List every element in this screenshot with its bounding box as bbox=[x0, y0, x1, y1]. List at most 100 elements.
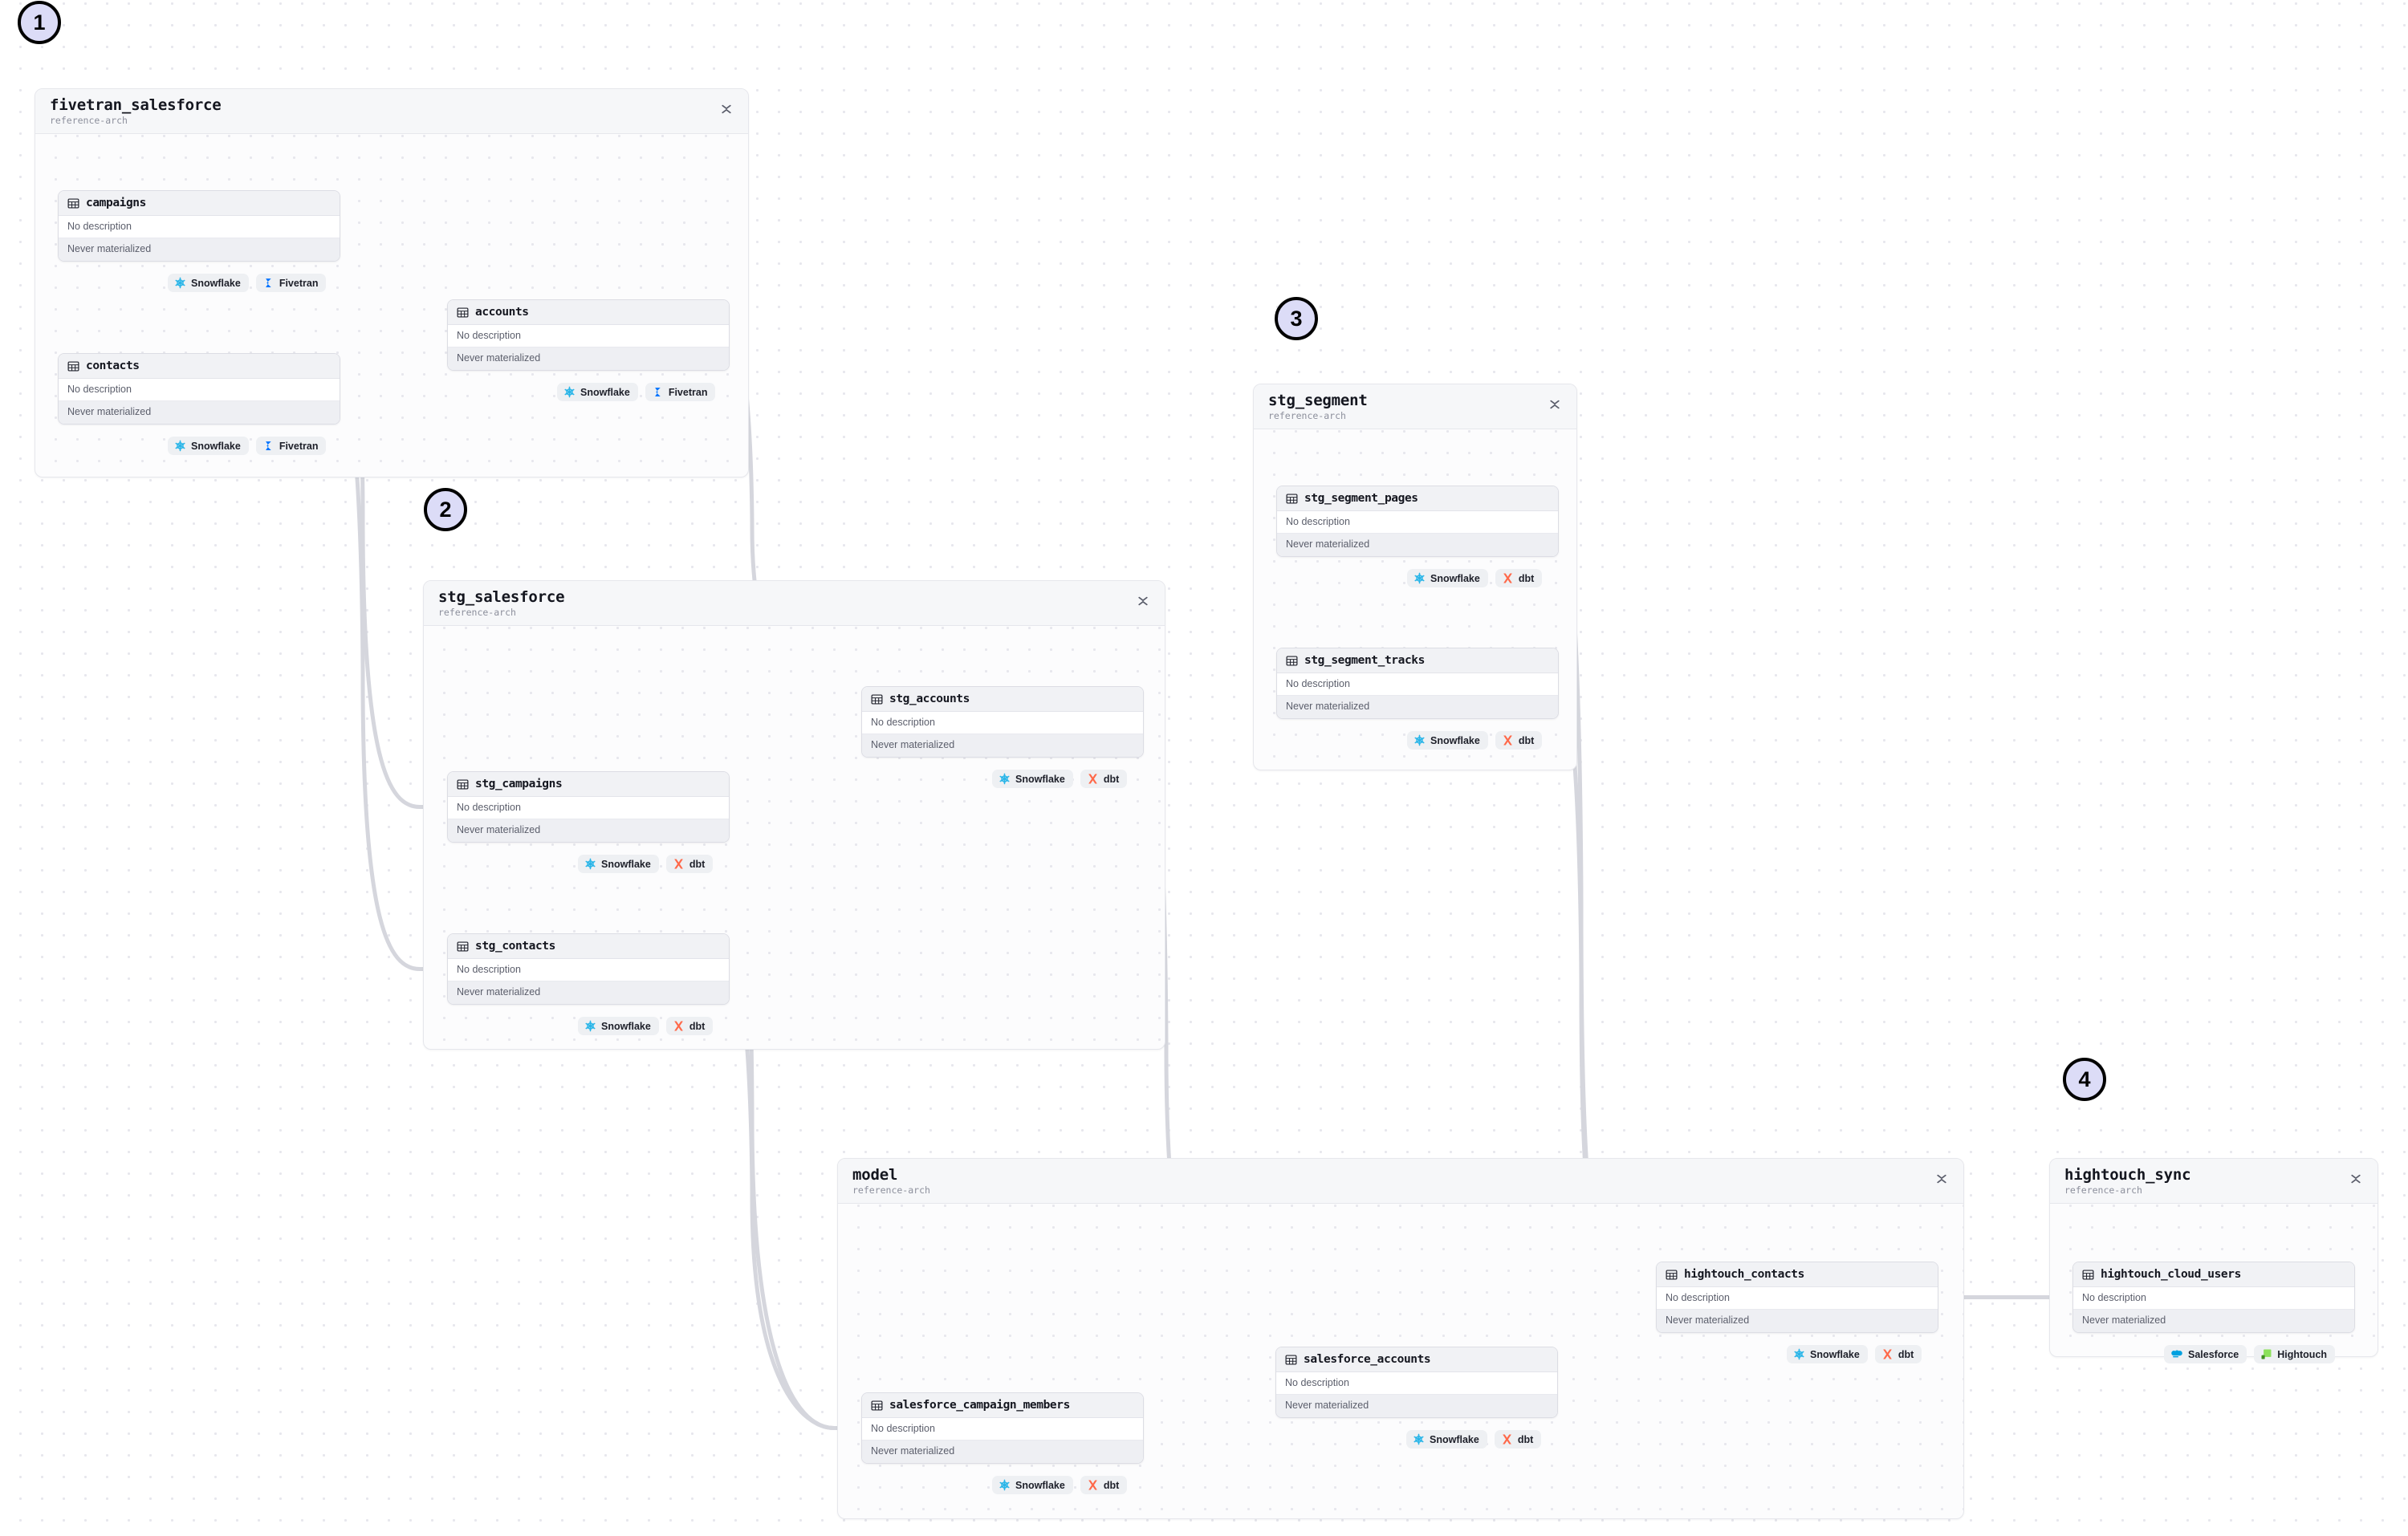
badge-dbt[interactable]: dbt bbox=[665, 855, 714, 873]
dbt-icon bbox=[1881, 1348, 1893, 1360]
badge-label: dbt bbox=[1518, 734, 1535, 746]
collapse-vertical-icon[interactable] bbox=[2349, 1172, 2363, 1186]
fivetran-icon bbox=[262, 277, 275, 289]
node-materialization: Never materialized bbox=[1277, 696, 1558, 718]
badge-snowflake[interactable]: Snowflake bbox=[578, 1017, 659, 1035]
node-header: salesforce_campaign_members bbox=[862, 1393, 1143, 1418]
badge-label: Fivetran bbox=[279, 277, 319, 289]
node-title: stg_segment_tracks bbox=[1304, 654, 1425, 667]
node-badges-stg_segment_tracks: Snowflake dbt bbox=[1407, 731, 1543, 750]
collapse-vertical-icon[interactable] bbox=[1548, 397, 1562, 412]
step-marker-4: 4 bbox=[2063, 1058, 2106, 1101]
badge-snowflake[interactable]: Snowflake bbox=[168, 274, 249, 292]
node-description: No description bbox=[862, 1418, 1143, 1441]
badge-dbt[interactable]: dbt bbox=[665, 1017, 714, 1035]
node-description: No description bbox=[1277, 673, 1558, 696]
badge-dbt[interactable]: dbt bbox=[1874, 1345, 1922, 1363]
snowflake-icon bbox=[999, 773, 1011, 785]
badge-snowflake[interactable]: Snowflake bbox=[168, 437, 249, 455]
dbt-icon bbox=[1087, 773, 1099, 785]
node-materialization: Never materialized bbox=[862, 1441, 1143, 1463]
table-icon bbox=[457, 307, 469, 319]
badge-fivetran[interactable]: Fivetran bbox=[645, 383, 716, 401]
badge-snowflake[interactable]: Snowflake bbox=[1407, 731, 1488, 750]
badge-label: Snowflake bbox=[1015, 773, 1065, 785]
badge-label: Snowflake bbox=[191, 277, 241, 289]
node-header: hightouch_contacts bbox=[1657, 1262, 1938, 1287]
badge-label: dbt bbox=[1518, 572, 1535, 584]
snowflake-icon bbox=[999, 1479, 1011, 1491]
node-title: contacts bbox=[86, 360, 140, 372]
collapse-vertical-icon[interactable] bbox=[1136, 594, 1150, 608]
badge-snowflake[interactable]: Snowflake bbox=[1407, 569, 1488, 587]
badge-dbt[interactable]: dbt bbox=[1495, 569, 1543, 587]
badge-snowflake[interactable]: Snowflake bbox=[557, 383, 638, 401]
badge-hightouch[interactable]: Hightouch bbox=[2254, 1345, 2336, 1363]
badge-salesforce[interactable]: Salesforce bbox=[2164, 1345, 2247, 1363]
node-description: No description bbox=[59, 216, 340, 238]
badge-dbt[interactable]: dbt bbox=[1494, 1430, 1542, 1449]
badge-label: dbt bbox=[1517, 1433, 1534, 1445]
node-description: No description bbox=[448, 959, 729, 981]
group-title: stg_segment bbox=[1268, 392, 1368, 409]
badge-dbt[interactable]: dbt bbox=[1080, 770, 1128, 788]
badge-snowflake[interactable]: Snowflake bbox=[1787, 1345, 1868, 1363]
badge-snowflake[interactable]: Snowflake bbox=[992, 1476, 1073, 1494]
node-header: stg_campaigns bbox=[448, 772, 729, 797]
dbt-icon bbox=[1502, 572, 1514, 584]
node-title: stg_campaigns bbox=[475, 778, 563, 790]
group-subtitle: reference-arch bbox=[852, 1185, 930, 1196]
badge-label: Snowflake bbox=[580, 386, 630, 398]
table-icon bbox=[1286, 493, 1298, 505]
badge-label: dbt bbox=[1103, 773, 1120, 785]
table-icon bbox=[67, 360, 79, 372]
badge-fivetran[interactable]: Fivetran bbox=[255, 274, 327, 292]
badge-snowflake[interactable]: Snowflake bbox=[992, 770, 1073, 788]
node-materialization: Never materialized bbox=[448, 819, 729, 842]
node-badges-stg_contacts: Snowflake dbt bbox=[578, 1017, 714, 1035]
fivetran-icon bbox=[262, 440, 275, 452]
badge-label: Snowflake bbox=[1810, 1348, 1860, 1360]
group-title: stg_salesforce bbox=[438, 588, 565, 606]
badge-dbt[interactable]: dbt bbox=[1495, 731, 1543, 750]
collapse-vertical-icon[interactable] bbox=[719, 102, 734, 116]
dbt-icon bbox=[1502, 734, 1514, 746]
badge-snowflake[interactable]: Snowflake bbox=[1406, 1430, 1487, 1449]
collapse-vertical-icon[interactable] bbox=[1934, 1172, 1949, 1186]
badge-label: dbt bbox=[689, 1020, 706, 1032]
badge-snowflake[interactable]: Snowflake bbox=[578, 855, 659, 873]
snowflake-icon bbox=[584, 1020, 596, 1032]
snowflake-icon bbox=[563, 386, 576, 398]
badge-fivetran[interactable]: Fivetran bbox=[255, 437, 327, 455]
badge-label: Snowflake bbox=[601, 858, 651, 870]
node-header: stg_contacts bbox=[448, 934, 729, 959]
badge-label: Salesforce bbox=[2188, 1348, 2239, 1360]
badge-label: Snowflake bbox=[1430, 734, 1480, 746]
node-materialization: Never materialized bbox=[1277, 534, 1558, 556]
node-title: stg_contacts bbox=[475, 940, 555, 953]
node-materialization: Never materialized bbox=[59, 238, 340, 261]
node-badges-contacts: Snowflake Fivetran bbox=[168, 437, 327, 455]
node-header: stg_accounts bbox=[862, 687, 1143, 712]
table-icon bbox=[871, 1400, 883, 1412]
badge-dbt[interactable]: dbt bbox=[1080, 1476, 1128, 1494]
